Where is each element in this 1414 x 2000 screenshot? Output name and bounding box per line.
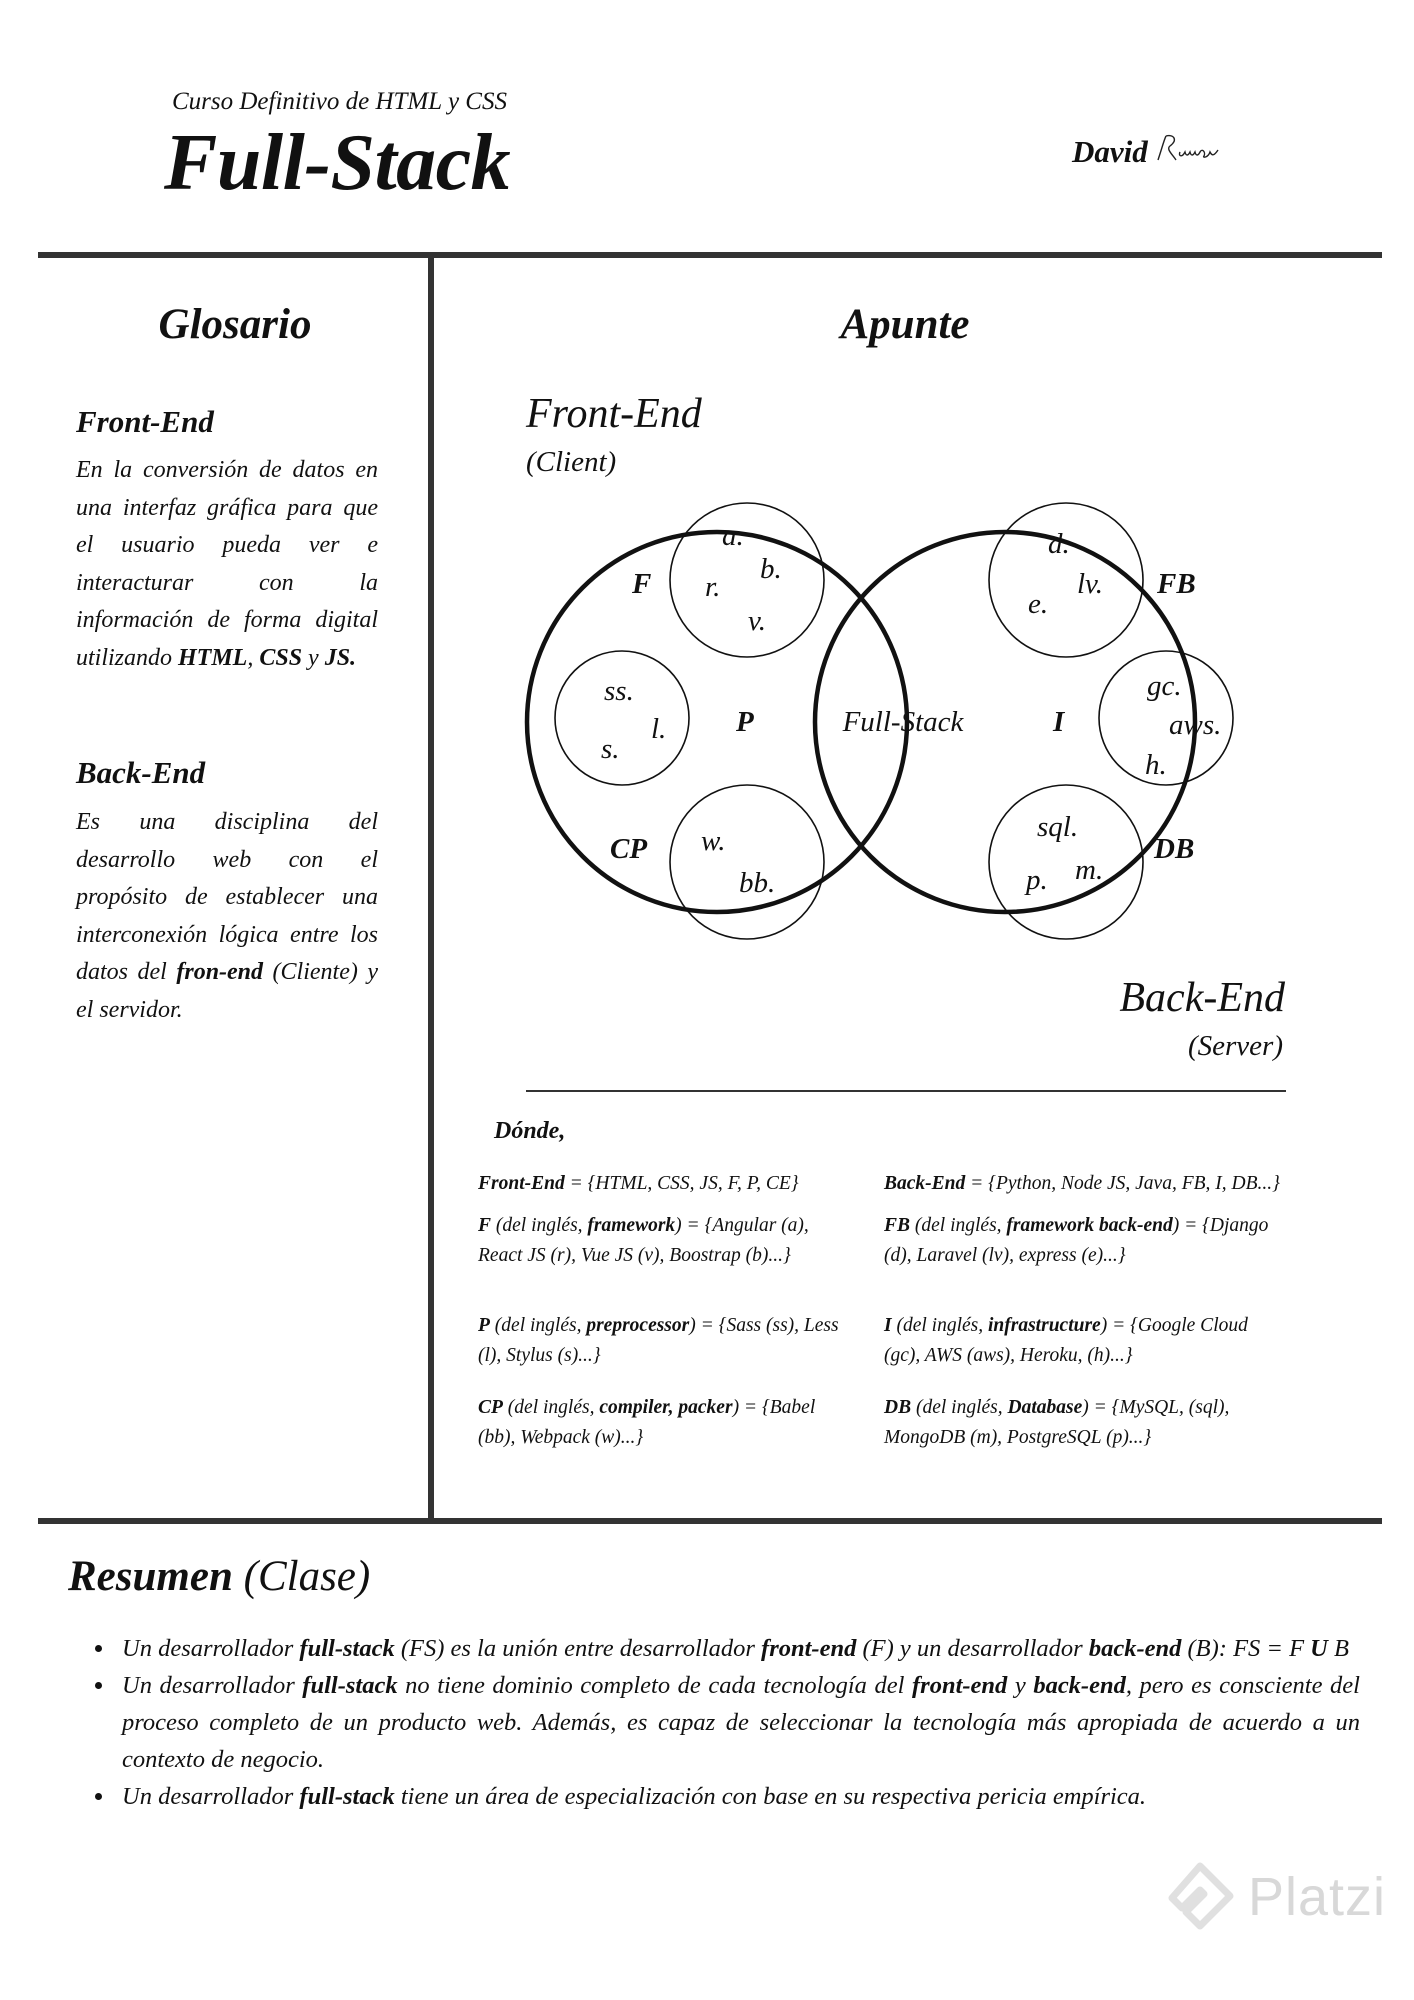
compiler-packer-circle (669, 784, 825, 940)
summary-title: Resumen (Clase) (68, 1553, 371, 1600)
column-divider (428, 258, 434, 1520)
notes-title: Apunte (840, 301, 970, 348)
group-p-label: P (735, 706, 754, 738)
summary-bullet-2: Un desarrollador full-stack no tiene dom… (116, 1667, 1360, 1778)
definition-fb: FB (del inglés, framework back-end) = {D… (884, 1215, 1269, 1266)
summary-bullet-1: Un desarrollador full-stack (FS) es la u… (116, 1630, 1360, 1667)
item-aws: aws. (1169, 709, 1221, 741)
item-h: h. (1145, 749, 1167, 781)
header-rule (38, 252, 1382, 258)
group-f-label: F (631, 568, 651, 600)
author-signature (1157, 134, 1219, 161)
notes-divider (526, 1090, 1286, 1092)
back-end-label: Back-End (1119, 975, 1285, 1021)
framework-circle (669, 502, 825, 658)
definition-p: P (del inglés, preprocessor) = {Sass (ss… (478, 1315, 839, 1366)
preprocessor-circle (554, 650, 690, 786)
section-rule (38, 1518, 1382, 1524)
glossary-term-front-end: Front-End (76, 404, 214, 439)
summary-list: Un desarrollador full-stack (FS) es la u… (92, 1630, 1360, 1815)
item-a: a. (722, 520, 744, 552)
platzi-logo-icon (1168, 1862, 1234, 1930)
group-cp-label: CP (610, 833, 647, 865)
definition-cp: CP (del inglés, compiler, packer) = {Bab… (478, 1397, 816, 1448)
item-d: d. (1048, 528, 1070, 560)
venn-diagram: Full-Stack F a. b. r. v. P ss. l. s. CP … (524, 502, 1234, 940)
group-fb-label: FB (1156, 568, 1196, 600)
item-gc: gc. (1147, 670, 1182, 702)
full-stack-label: Full-Stack (842, 706, 965, 738)
item-p: p. (1024, 864, 1048, 896)
item-sql: sql. (1037, 811, 1078, 843)
course-subtitle: Curso Definitivo de HTML y CSS (172, 88, 507, 115)
platzi-watermark: Platzi (1248, 1867, 1387, 1927)
definition-db: DB (del inglés, Database) = {MySQL, (sql… (884, 1397, 1230, 1448)
definition-front-end: Front-End = {HTML, CSS, JS, F, P, CE} (478, 1173, 799, 1194)
glossary-title: Glosario (158, 301, 312, 348)
glossary-term-back-end: Back-End (76, 755, 206, 790)
server-label: (Server) (1187, 1030, 1283, 1062)
item-lv: lv. (1077, 568, 1103, 600)
item-v: v. (748, 605, 766, 637)
database-circle (988, 784, 1144, 940)
page-title: Full-Stack (164, 119, 511, 207)
item-m: m. (1075, 854, 1103, 886)
group-i-label: I (1052, 706, 1066, 738)
item-bb: bb. (739, 867, 775, 899)
glossary-definition-front-end: En la conversión de datos en una interfa… (76, 457, 378, 671)
item-e: e. (1028, 588, 1048, 620)
item-l: l. (651, 713, 666, 745)
group-db-label: DB (1153, 833, 1194, 865)
item-ss: ss. (604, 675, 634, 707)
definition-i: I (del inglés, infrastructure) = {Google… (884, 1315, 1248, 1366)
where-label: Dónde, (494, 1118, 566, 1144)
item-s: s. (601, 733, 620, 765)
item-b: b. (760, 553, 782, 585)
author-name: David (1072, 134, 1148, 169)
item-r: r. (705, 571, 720, 603)
front-end-label: Front-End (526, 391, 702, 437)
front-end-circle (524, 529, 910, 915)
definition-f: F (del inglés, framework) = {Angular (a)… (478, 1215, 809, 1266)
infrastructure-circle (1098, 650, 1234, 786)
glossary-definition-back-end: Es una disciplina del desarrollo web con… (76, 809, 379, 1023)
definition-back-end: Back-End = {Python, Node JS, Java, FB, I… (884, 1173, 1280, 1194)
framework-backend-circle (988, 502, 1144, 658)
summary-bullet-3: Un desarrollador full-stack tiene un áre… (116, 1778, 1360, 1815)
client-label: (Client) (526, 446, 617, 478)
item-w: w. (701, 825, 725, 857)
